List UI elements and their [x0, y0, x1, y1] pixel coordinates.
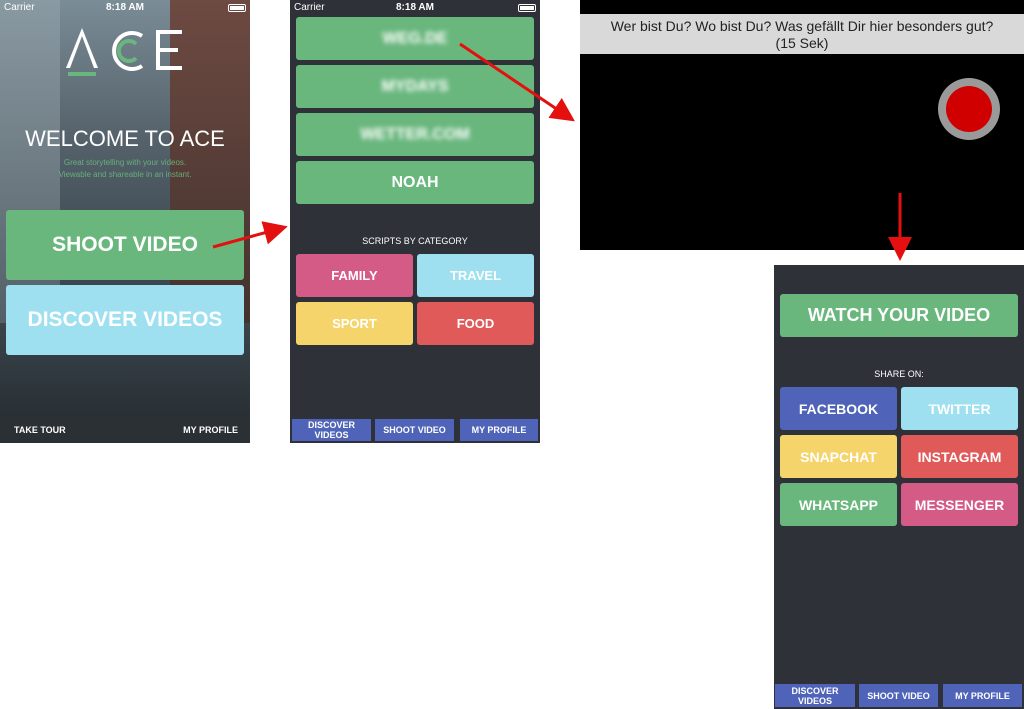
take-tour-link[interactable]: TAKE TOUR	[14, 425, 66, 435]
ace-logo	[60, 22, 190, 80]
tagline-line-1: Great storytelling with your videos.	[63, 158, 187, 167]
tab-discover-videos[interactable]: DISCOVER VIDEOS	[775, 684, 855, 707]
share-twitter-button[interactable]: TWITTER	[901, 387, 1018, 430]
carrier-label: Carrier	[294, 2, 325, 13]
battery-icon	[518, 4, 536, 12]
arrow-icon	[212, 221, 288, 249]
category-family-button[interactable]: FAMILY	[296, 254, 413, 297]
brand-label: MYDAYS	[381, 77, 449, 95]
brand-label: WETTER.COM	[360, 125, 470, 143]
brand-button-wetter[interactable]: WETTER.COM	[296, 113, 534, 156]
category-travel-button[interactable]: TRAVEL	[417, 254, 534, 297]
prompt-question: Wer bist Du? Wo bist Du? Was gefällt Dir…	[610, 18, 994, 34]
brand-button-mydays[interactable]: MYDAYS	[296, 65, 534, 108]
record-button[interactable]	[938, 78, 1000, 140]
welcome-screen: Carrier 8:18 AM WELCOME TO ACE Great sto…	[0, 0, 250, 443]
brand-label: WEG.DE	[382, 29, 448, 47]
status-bar: Carrier 8:18 AM	[0, 0, 250, 16]
tagline-line-2: Viewable and shareable in an instant.	[58, 170, 192, 179]
watch-video-button[interactable]: WATCH YOUR VIDEO	[780, 294, 1018, 337]
share-messenger-button[interactable]: MESSENGER	[901, 483, 1018, 526]
scripts-screen: Carrier 8:18 AM WEG.DE MYDAYS WETTER.COM…	[290, 0, 540, 443]
share-whatsapp-button[interactable]: WHATSAPP	[780, 483, 897, 526]
brand-button-noah[interactable]: NOAH	[296, 161, 534, 204]
share-on-heading: SHARE ON:	[874, 369, 924, 379]
battery-icon	[228, 4, 246, 12]
share-snapchat-button[interactable]: SNAPCHAT	[780, 435, 897, 478]
tab-shoot-video[interactable]: SHOOT VIDEO	[859, 684, 938, 707]
clock: 8:18 AM	[106, 2, 144, 13]
arrow-icon	[459, 42, 575, 122]
prompt-banner: Wer bist Du? Wo bist Du? Was gefällt Dir…	[580, 14, 1024, 54]
category-sport-button[interactable]: SPORT	[296, 302, 413, 345]
carrier-label: Carrier	[4, 2, 35, 13]
clock: 8:18 AM	[396, 2, 434, 13]
scripts-by-category-heading: SCRIPTS BY CATEGORY	[362, 236, 468, 246]
tab-discover-videos[interactable]: DISCOVER VIDEOS	[292, 419, 371, 441]
recording-screen: Wer bist Du? Wo bist Du? Was gefällt Dir…	[580, 0, 1024, 250]
tab-my-profile[interactable]: MY PROFILE	[943, 684, 1022, 707]
share-facebook-button[interactable]: FACEBOOK	[780, 387, 897, 430]
welcome-title: WELCOME TO ACE	[25, 126, 225, 151]
bottom-bar	[0, 416, 250, 443]
record-icon	[946, 86, 992, 132]
shoot-video-button[interactable]: SHOOT VIDEO	[6, 210, 244, 280]
share-screen: WATCH YOUR VIDEO SHARE ON: FACEBOOK TWIT…	[774, 265, 1024, 709]
tab-my-profile[interactable]: MY PROFILE	[460, 419, 538, 441]
tab-shoot-video[interactable]: SHOOT VIDEO	[375, 419, 454, 441]
category-food-button[interactable]: FOOD	[417, 302, 534, 345]
status-bar: Carrier 8:18 AM	[290, 0, 540, 16]
discover-videos-button[interactable]: DISCOVER VIDEOS	[6, 285, 244, 355]
prompt-duration: (15 Sek)	[775, 35, 829, 51]
my-profile-link[interactable]: MY PROFILE	[183, 425, 238, 435]
brand-button-weg[interactable]: WEG.DE	[296, 17, 534, 60]
share-instagram-button[interactable]: INSTAGRAM	[901, 435, 1018, 478]
